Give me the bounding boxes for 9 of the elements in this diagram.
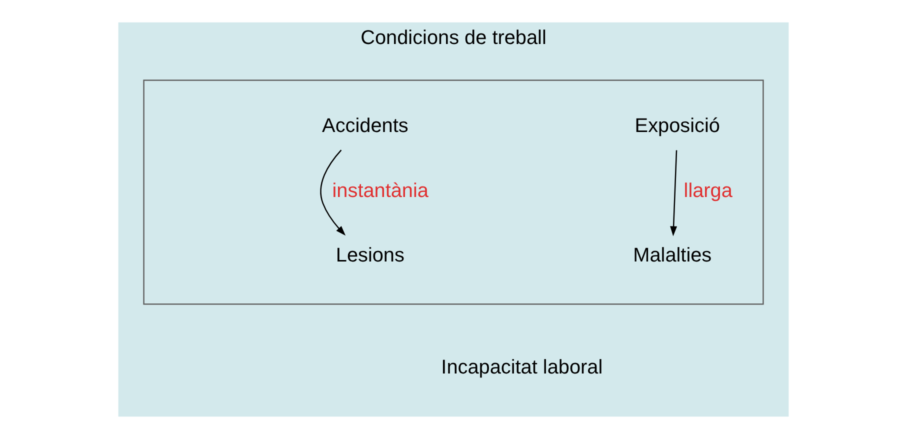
edge-label: llarga [684,180,732,202]
arrow [670,150,678,236]
node-text: Accidents [322,115,408,138]
node-text: Exposició [634,115,720,138]
cluster [143,80,764,305]
node-text: Lesions [336,244,404,267]
node-text: Malalties [633,244,712,267]
edge-label: instantània [332,180,429,202]
arrow [320,150,346,236]
